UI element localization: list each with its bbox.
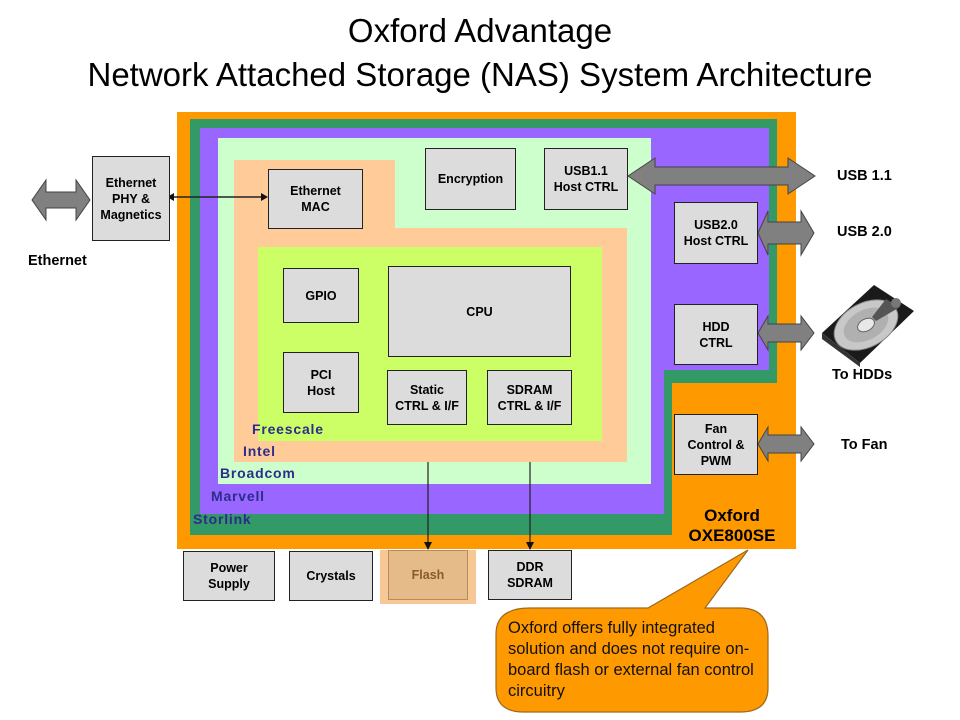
title-line-2: Network Attached Storage (NAS) System Ar… (87, 56, 873, 93)
hard-drive-icon (822, 285, 914, 367)
usb20-host-block: USB2.0 Host CTRL (674, 202, 758, 264)
gpio-block: GPIO (283, 268, 359, 323)
phy-mac-arrowhead-left (167, 193, 174, 201)
usb20-arrow (757, 209, 815, 257)
usb11-arrow (627, 157, 816, 195)
vendor-label-marvell: Marvell (211, 488, 265, 504)
usb11-label: USB 1.1 (837, 168, 892, 184)
power-supply-block: Power Supply (183, 551, 275, 601)
callout-text: Oxford offers fully integrated solution … (508, 619, 754, 700)
pci-host-block: PCI Host (283, 352, 359, 413)
callout-bubble (495, 549, 769, 713)
vendor-label-freescale: Freescale (252, 421, 324, 437)
fan-label: To Fan (841, 437, 888, 453)
ethernet-port-arrow (31, 178, 91, 222)
chip-label: Oxford OXE800SE (688, 506, 776, 545)
usb20-label: USB 2.0 (837, 224, 892, 240)
usb11-host-block: USB1.1 Host CTRL (544, 148, 628, 210)
ethernet-label: Ethernet (28, 253, 87, 269)
ddr-arrowhead (526, 542, 534, 550)
phy-mac-arrowhead-right (261, 193, 268, 201)
title-line-1: Oxford Advantage (347, 12, 613, 49)
fan-control-block: Fan Control & PWM (674, 414, 758, 475)
ethernet-phy-block: Ethernet PHY & Magnetics (92, 156, 170, 241)
encryption-block: Encryption (425, 148, 516, 210)
flash-arrowhead (424, 542, 432, 550)
cpu-block: CPU (388, 266, 571, 357)
crystals-block: Crystals (289, 551, 373, 601)
hdds-label: To HDDs (832, 367, 893, 383)
hdd-ctrl-block: HDD CTRL (674, 304, 758, 365)
vendor-label-intel: Intel (243, 443, 276, 459)
flash-block: Flash (388, 550, 468, 600)
vendor-label-broadcom: Broadcom (220, 465, 296, 481)
fan-arrow (757, 425, 815, 463)
ethernet-mac-block: Ethernet MAC (268, 169, 363, 229)
ddr-sdram-block: DDR SDRAM (488, 550, 572, 600)
hdd-arrow (757, 314, 815, 352)
sdram-ctrl-block: SDRAM CTRL & I/F (487, 370, 572, 425)
vendor-label-storlink: Storlink (193, 511, 252, 527)
static-ctrl-block: Static CTRL & I/F (387, 370, 467, 425)
